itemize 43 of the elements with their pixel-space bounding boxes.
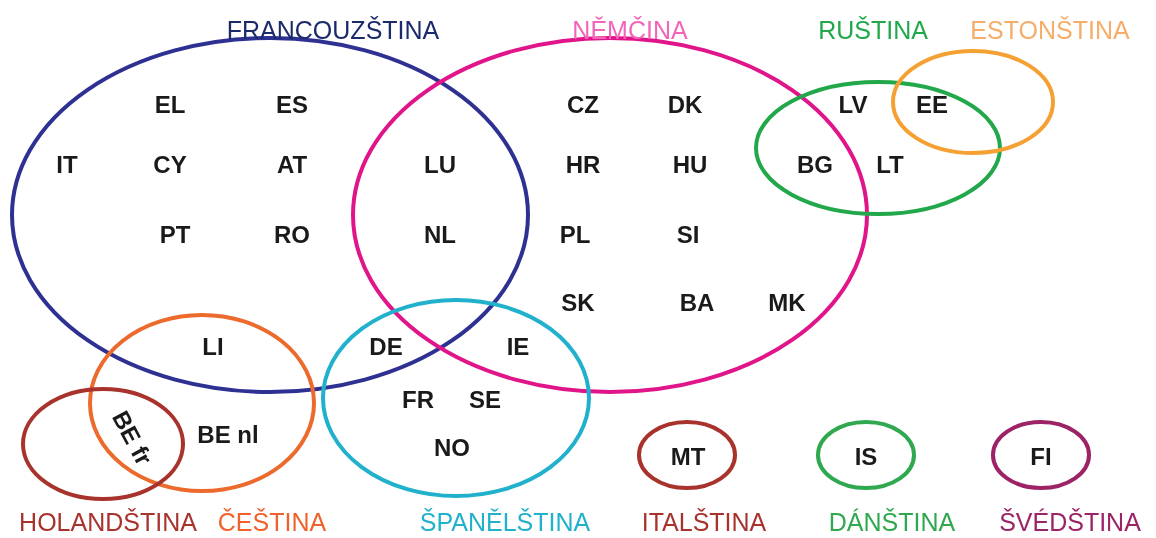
language-label: ČEŠTINA <box>217 510 327 535</box>
language-label: RUŠTINA <box>818 18 928 43</box>
country-code: NL <box>424 223 456 247</box>
country-code: DK <box>667 93 703 117</box>
country-code: SK <box>561 291 595 315</box>
country-code: MK <box>768 291 806 315</box>
country-code: LV <box>838 93 868 117</box>
country-code: SI <box>676 223 700 247</box>
country-code: PT <box>159 223 191 247</box>
language-label: FRANCOUZŠTINA <box>226 18 440 43</box>
language-label: NĚMČINA <box>572 18 688 43</box>
country-code: DE <box>369 335 403 359</box>
country-code: IS <box>854 445 878 469</box>
language-label: HOLANDŠTINA <box>19 510 197 535</box>
country-code: ES <box>276 93 308 117</box>
country-code: EL <box>154 93 186 117</box>
language-label: ITALŠTINA <box>641 510 767 535</box>
language-label: ŠVÉDŠTINA <box>999 510 1141 535</box>
language-label: DÁNŠTINA <box>828 510 956 535</box>
language-label: ESTONŠTINA <box>970 18 1130 43</box>
country-code: MT <box>670 445 706 469</box>
country-code: EE <box>916 93 948 117</box>
country-code: CZ <box>567 93 599 117</box>
country-code: RO <box>274 223 310 247</box>
country-code: BA <box>679 291 715 315</box>
country-code: PL <box>559 223 591 247</box>
country-code: AT <box>276 153 308 177</box>
country-code: BG <box>797 153 833 177</box>
country-code: NO <box>434 436 470 460</box>
country-code: BE fr <box>107 407 157 469</box>
country-code: HU <box>672 153 708 177</box>
country-code: IE <box>506 335 530 359</box>
country-code: FI <box>1030 445 1052 469</box>
country-code: HR <box>565 153 601 177</box>
language-label: ŠPANĚLŠTINA <box>419 510 591 535</box>
country-code: LU <box>424 153 456 177</box>
country-code: BE nl <box>197 423 259 447</box>
country-code: LT <box>876 153 904 177</box>
country-code: SE <box>469 388 501 412</box>
country-code: LI <box>202 335 224 359</box>
country-code: IT <box>56 153 78 177</box>
country-code: FR <box>402 388 434 412</box>
country-code: CY <box>153 153 187 177</box>
